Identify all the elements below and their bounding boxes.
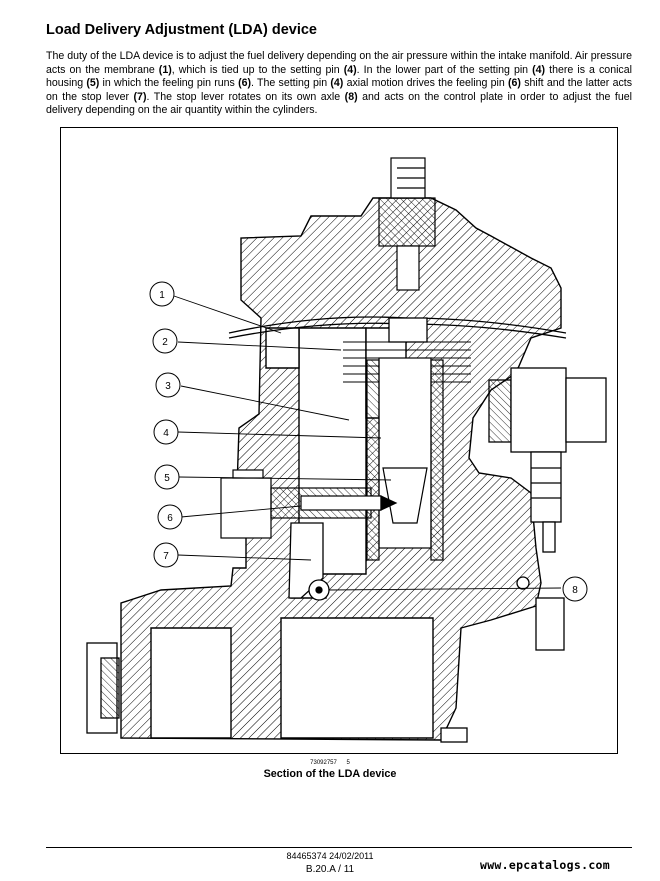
- part-reference: (1): [158, 63, 172, 76]
- svg-text:4: 4: [163, 428, 169, 439]
- intro-text: , which is tied up to the setting pin: [171, 63, 344, 76]
- figure-caption: Section of the LDA device: [263, 768, 397, 780]
- watermark: www.epcatalogs.com: [479, 858, 610, 872]
- side-connector: [488, 367, 607, 553]
- part-reference: (6): [238, 77, 252, 90]
- intro-text: shift and the latter acts on the stop le…: [46, 77, 633, 103]
- svg-text:7: 7: [163, 551, 169, 562]
- callout-leaders: [173, 295, 562, 591]
- footer-doc-ref: 84465374 24/02/2011: [286, 851, 374, 861]
- part-reference: (4): [343, 63, 357, 76]
- pump-housing: [120, 197, 562, 741]
- callout-6: 6: [157, 504, 183, 530]
- callout-4: 4: [153, 419, 179, 445]
- intro-text: in which the feeling pin runs: [99, 77, 239, 90]
- page-title: Load Delivery Adjustment (LDA) device: [46, 22, 317, 38]
- intro-text: and acts on the control plate in order t…: [46, 90, 632, 117]
- svg-text:3: 3: [165, 381, 171, 392]
- part-reference: (8): [344, 90, 358, 103]
- feeling-pin-assembly: [220, 469, 398, 539]
- stop-lever-assembly: [288, 522, 530, 601]
- intro-text: The duty of the LDA device is to adjust …: [46, 50, 632, 76]
- callout-5: 5: [154, 464, 180, 490]
- callout-3: 3: [155, 372, 181, 398]
- svg-text:2: 2: [162, 337, 168, 348]
- part-reference: (6): [508, 77, 521, 90]
- figure-code-suffix: 5: [346, 760, 350, 766]
- base-flange: [86, 597, 565, 743]
- part-reference: (7): [133, 90, 147, 103]
- footer-divider: [46, 847, 632, 848]
- membrane-assembly: [228, 316, 567, 383]
- callout-8: 8: [562, 576, 588, 602]
- footer-page-number: B.20.A / 11: [305, 864, 355, 875]
- callout-1: 1: [149, 281, 175, 307]
- svg-text:1: 1: [159, 290, 165, 301]
- callout-2: 2: [152, 328, 178, 354]
- intro-paragraph: The duty of the LDA device is to adjust …: [46, 50, 632, 118]
- part-reference: (4): [330, 77, 344, 90]
- top-vent-bolt: [378, 157, 436, 291]
- figure-code: 73092757 5: [0, 760, 660, 766]
- intro-text: . In the lower part of the setting pin: [356, 63, 533, 76]
- setting-pin: [366, 357, 444, 561]
- callout-7: 7: [153, 542, 179, 568]
- intro-text: . The setting pin: [251, 77, 331, 90]
- svg-text:6: 6: [167, 513, 173, 524]
- callouts: 1 2 3 4 5 6 7: [149, 281, 588, 602]
- part-reference: (4): [532, 63, 546, 76]
- part-reference: (5): [86, 77, 100, 90]
- figure-code-number: 73092757: [310, 760, 337, 766]
- svg-text:8: 8: [572, 585, 578, 596]
- intro-text: . The stop lever rotates on its own axle: [146, 90, 345, 103]
- intro-text: axial motion drives the feeling pin: [343, 77, 508, 90]
- lda-section-drawing: 1 2 3 4 5 6 7: [86, 157, 607, 743]
- svg-text:5: 5: [164, 473, 170, 484]
- intro-text: there is a conical housing: [46, 63, 632, 90]
- figure-frame: 1 2 3 4 5 6 7: [60, 127, 618, 754]
